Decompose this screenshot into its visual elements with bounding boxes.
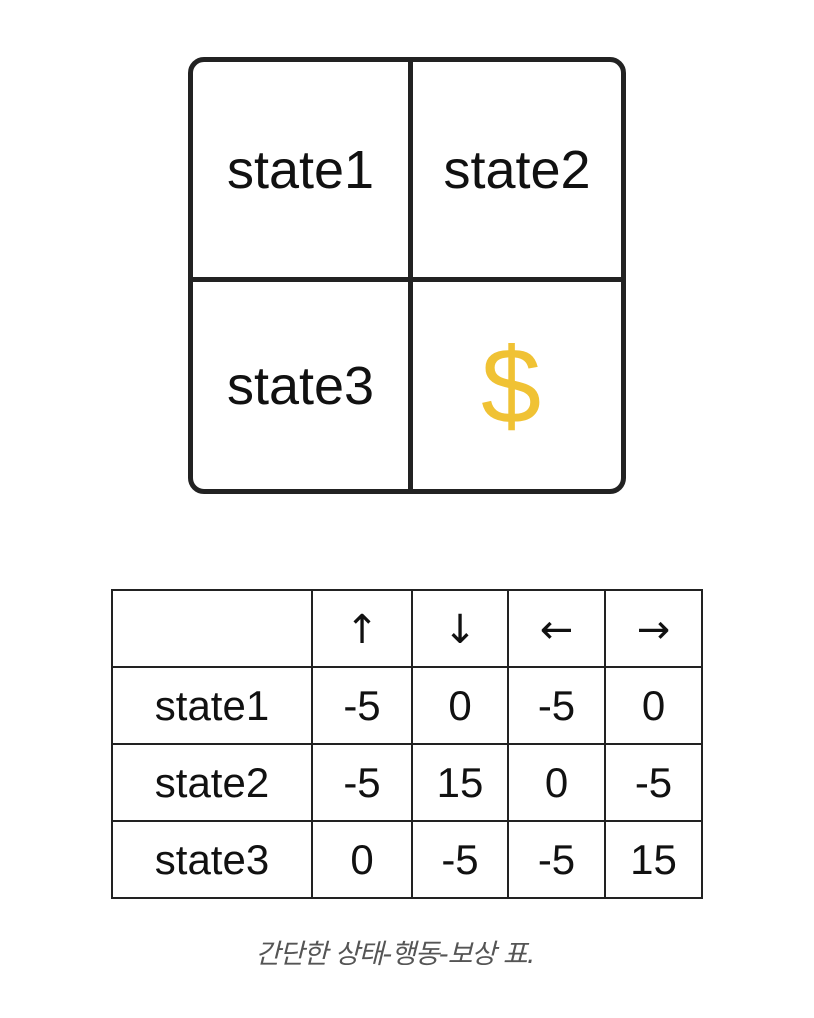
arrow-left-icon: ←: [539, 606, 574, 653]
header-action-up: ↑: [311, 589, 413, 668]
arrow-up-icon: ↑: [345, 606, 379, 653]
reward-cell: 0: [311, 820, 413, 899]
arrow-right-icon: →: [636, 606, 671, 653]
row-state-label: state1: [111, 666, 313, 745]
table-corner-cell: [111, 589, 313, 668]
reward-cell: -5: [507, 666, 606, 745]
arrow-down-icon: ↓: [443, 606, 477, 653]
grid-cell-reward: $: [413, 282, 621, 489]
grid-cell-state2: state2: [443, 139, 591, 200]
reward-cell: -5: [311, 666, 413, 745]
reward-cell: 0: [604, 666, 703, 745]
table-row: state2 -5 15 0 -5: [111, 743, 703, 822]
row-state-label: state2: [111, 743, 313, 822]
reward-cell: 15: [604, 820, 703, 899]
reward-table: ↑ ↓ ← → state1 -5 0 -5 0 state2 -5 15 0 …: [111, 589, 703, 899]
figure-caption: 간단한 상태-행동-보상 표.: [255, 939, 536, 970]
grid-divider-horizontal: [193, 277, 621, 282]
dollar-icon: $: [480, 324, 542, 446]
header-action-left: ←: [507, 589, 606, 668]
grid-divider-vertical: [408, 62, 413, 489]
table-header-row: ↑ ↓ ← →: [111, 589, 703, 668]
reward-cell: -5: [411, 820, 509, 899]
grid-cell-state1: state1: [226, 139, 375, 200]
reward-cell: -5: [507, 820, 606, 899]
grid-cell-state3: state3: [226, 355, 375, 416]
reward-cell: 0: [411, 666, 509, 745]
table-row: state1 -5 0 -5 0: [111, 666, 703, 745]
reward-cell: 0: [507, 743, 606, 822]
header-action-right: →: [604, 589, 703, 668]
header-action-down: ↓: [411, 589, 509, 668]
reward-cell: 15: [411, 743, 509, 822]
reward-cell: -5: [604, 743, 703, 822]
grid-world: state1 state2 state3 $: [188, 57, 626, 494]
reward-cell: -5: [311, 743, 413, 822]
row-state-label: state3: [111, 820, 313, 899]
table-row: state3 0 -5 -5 15: [111, 820, 703, 899]
